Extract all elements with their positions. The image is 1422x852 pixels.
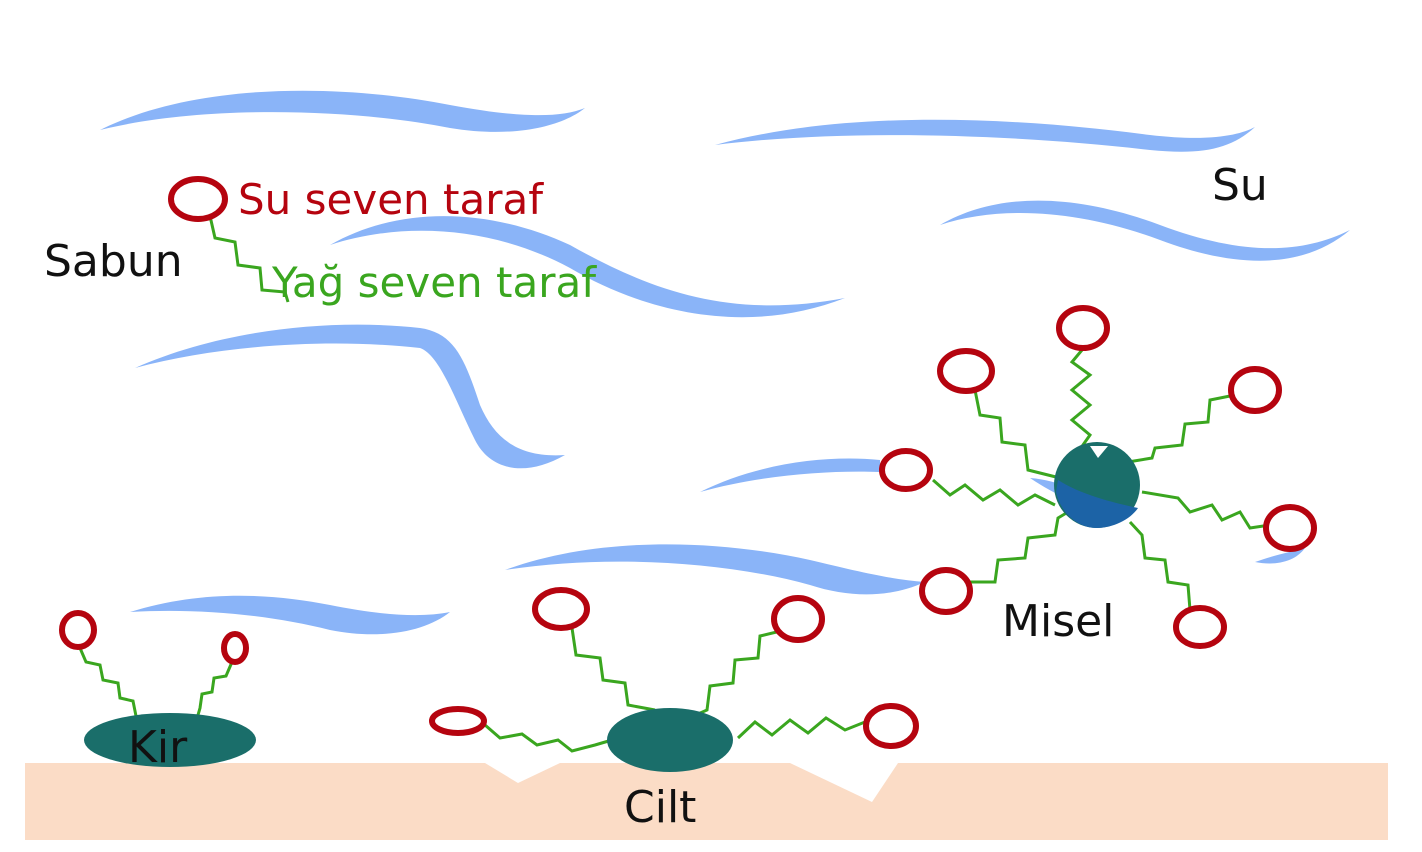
soap-head	[221, 631, 249, 665]
soap-head	[863, 703, 919, 749]
water-label: Su	[1212, 160, 1268, 211]
soap-tail	[697, 628, 786, 716]
soap-tail	[570, 627, 656, 712]
soap-tail	[208, 215, 290, 303]
soap-head	[1263, 504, 1317, 552]
soap-head	[168, 176, 228, 222]
water-wave	[505, 544, 925, 595]
lipophilic-tails	[78, 215, 1271, 753]
water-wave	[135, 324, 565, 469]
dirt-particle	[84, 713, 256, 767]
soap-tail	[484, 723, 613, 753]
soap-tail	[78, 647, 138, 717]
water-wave	[700, 458, 880, 492]
soap-head	[771, 595, 825, 643]
water-wave	[330, 216, 845, 318]
soap-tail	[965, 510, 1069, 584]
skin-label: Cilt	[624, 782, 696, 833]
soap-head	[879, 448, 933, 492]
water-wave	[715, 119, 1255, 152]
hydrophilic-label: Su seven taraf	[238, 175, 544, 224]
soap-label: Sabun	[44, 236, 183, 287]
soap-tail	[932, 478, 1056, 507]
skin	[25, 763, 1388, 840]
dirt-particle	[607, 708, 733, 772]
dirt-particles	[84, 442, 1140, 772]
soap-head	[429, 706, 487, 736]
soap-tail	[973, 389, 1061, 480]
soap-tail	[1127, 393, 1236, 464]
water-waves	[100, 90, 1350, 635]
dirt-label: Kir	[128, 722, 188, 773]
soap-tail	[1069, 349, 1093, 453]
hydrophilic-heads	[59, 176, 1317, 749]
micelle-core	[1054, 442, 1140, 528]
soap-head	[937, 348, 995, 394]
soap-head	[532, 587, 590, 631]
water-wave	[100, 90, 585, 132]
soap-tail	[1141, 490, 1271, 530]
water-wave	[940, 200, 1350, 261]
lipophilic-label: Yağ seven taraf	[271, 258, 597, 307]
soap-head	[59, 610, 97, 650]
soap-tail	[736, 716, 866, 740]
soap-head	[1173, 605, 1227, 649]
soap-tail	[194, 661, 234, 723]
soap-tail	[1128, 520, 1192, 611]
labels: Su Sabun Su seven taraf Yağ seven taraf …	[44, 160, 1268, 833]
water-wave	[130, 595, 450, 635]
micelle-label: Misel	[1002, 596, 1114, 647]
soap-head	[1228, 366, 1282, 414]
skin-layer	[25, 763, 1388, 840]
soap-head	[919, 567, 973, 615]
soap-head	[1056, 305, 1110, 351]
